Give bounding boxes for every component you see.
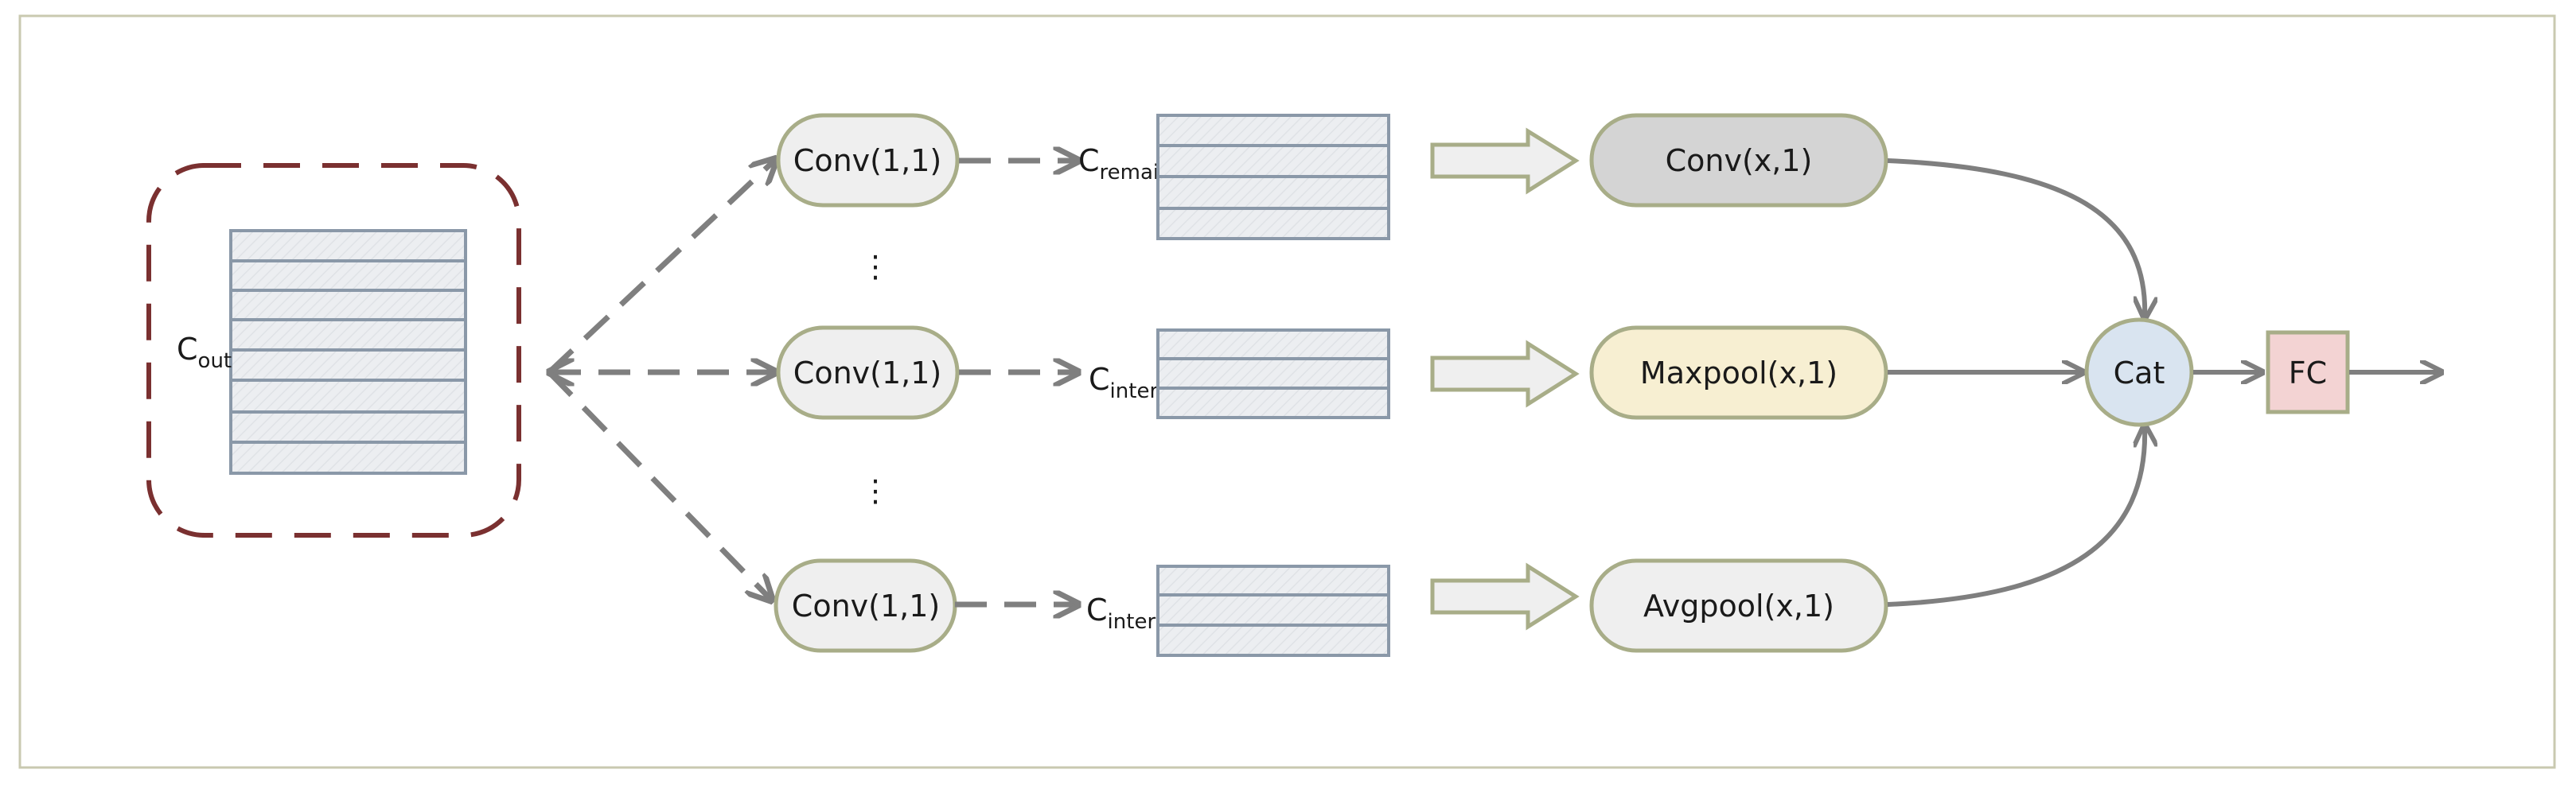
branch-2-block-arrow bbox=[1430, 340, 1580, 408]
op-node-1-label: Conv(x,1) bbox=[1666, 143, 1813, 178]
op-node-2-label: Maxpool(x,1) bbox=[1640, 356, 1837, 391]
conv-node-2 bbox=[776, 325, 960, 420]
op-node-3-label: Avgpool(x,1) bbox=[1643, 589, 1834, 624]
branch-3-channel-label: Cinter bbox=[1086, 593, 1155, 634]
fc-node-label: FC bbox=[2289, 356, 2327, 391]
conv-node-1 bbox=[776, 113, 960, 208]
branch-1-block-arrow bbox=[1430, 127, 1580, 195]
fan-out-arrows bbox=[549, 159, 776, 600]
fc-node bbox=[2266, 330, 2350, 414]
branch-2-feature-stack bbox=[1156, 328, 1390, 419]
op-1-to-cat-arrow bbox=[1887, 158, 2145, 318]
op-3-to-cat-arrow bbox=[1887, 426, 2145, 607]
cat-node bbox=[2084, 317, 2194, 427]
input-group-dashed-box bbox=[146, 163, 521, 538]
op-node-3 bbox=[1589, 558, 1888, 653]
ellipsis-lower: ⋮ bbox=[860, 473, 890, 508]
conv-node-1-label: Conv(1,1) bbox=[793, 143, 941, 178]
branch-3-feature-stack bbox=[1156, 565, 1390, 657]
branch-3-block-arrow bbox=[1430, 562, 1580, 631]
conv-node-3-label: Conv(1,1) bbox=[792, 589, 940, 624]
input-feature-stack bbox=[229, 229, 467, 475]
op-node-2 bbox=[1589, 325, 1888, 420]
branch-1-feature-stack bbox=[1156, 114, 1390, 240]
input-channel-label: Cout bbox=[177, 332, 232, 373]
branch-2-channel-label: Cinter bbox=[1089, 362, 1158, 403]
op-node-1 bbox=[1589, 113, 1888, 208]
ellipsis-upper: ⋮ bbox=[860, 249, 890, 284]
conv-node-2-label: Conv(1,1) bbox=[793, 356, 941, 391]
cat-node-label: Cat bbox=[2114, 356, 2165, 391]
